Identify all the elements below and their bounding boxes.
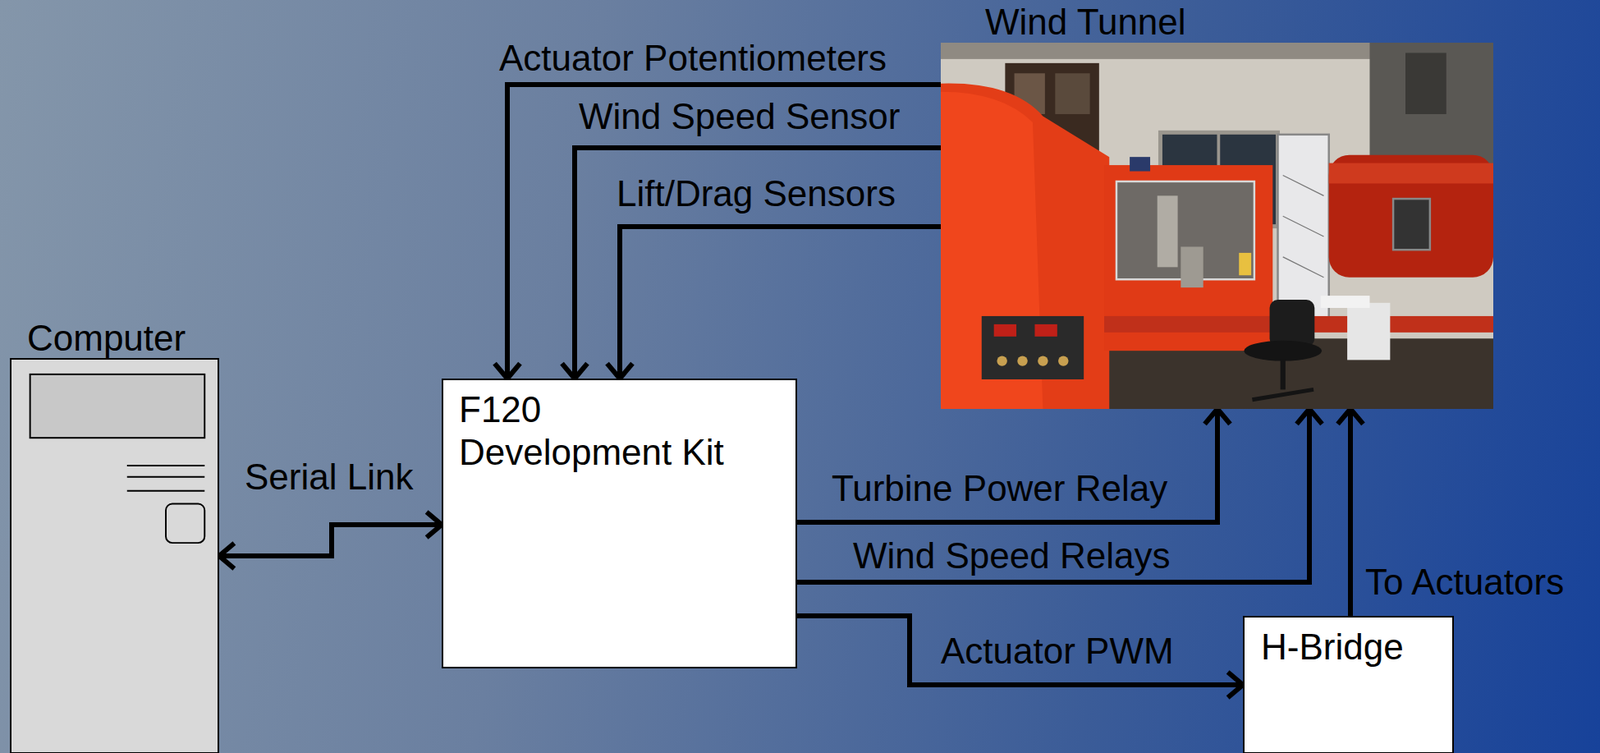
signal-label: To Actuators: [1365, 563, 1564, 601]
arrow-head: [1338, 408, 1364, 424]
connector-line: [1347, 408, 1353, 616]
arrow-head: [607, 363, 633, 379]
connector-line: [507, 84, 941, 379]
signal-connector: [797, 408, 1230, 523]
connector-line: [619, 226, 941, 379]
signal-connector: [607, 226, 941, 379]
connector-line: [797, 408, 1310, 583]
signal-label: Wind Speed Sensor: [578, 98, 900, 135]
signal-label: Actuator Potentiometers: [499, 40, 887, 77]
signal-connector: [495, 84, 941, 379]
arrow-head: [562, 363, 588, 379]
signal-connector: [797, 408, 1322, 583]
arrow-head: [1205, 408, 1231, 424]
node-title: H-Bridge: [1260, 628, 1404, 665]
node-heading: Wind Tunnel: [985, 4, 1187, 41]
computer-tower: Computer: [9, 357, 220, 753]
node-heading: Computer: [27, 320, 186, 357]
arrow-head: [1228, 672, 1243, 698]
connector-line: [574, 147, 941, 379]
wind-tunnel-photo: [940, 42, 1494, 409]
connector-line: [797, 615, 1243, 685]
computer-illustration: [11, 359, 218, 752]
process-box: F120 Development Kit: [441, 378, 798, 669]
node-title: F120 Development Kit: [458, 388, 748, 474]
arrow-head: [1297, 408, 1323, 424]
signal-label: Wind Speed Relays: [852, 537, 1170, 574]
signal-connector: [562, 147, 941, 379]
signal-label: Lift/Drag Sensors: [616, 175, 896, 212]
signal-label: Turbine Power Relay: [831, 470, 1168, 507]
connector-line: [797, 408, 1218, 523]
signal-connector: [797, 615, 1243, 697]
process-box: H-Bridge: [1242, 615, 1454, 753]
signal-connector: [1338, 408, 1364, 616]
arrow-head: [426, 512, 442, 538]
arrow-head: [495, 363, 521, 379]
signal-connector: [219, 512, 442, 569]
connector-line: [219, 524, 442, 556]
arrow-head: [219, 543, 234, 569]
photo-box: Wind Tunnel: [940, 42, 1494, 409]
signal-label: Serial Link: [244, 458, 413, 496]
signal-label: Actuator PWM: [940, 632, 1174, 670]
